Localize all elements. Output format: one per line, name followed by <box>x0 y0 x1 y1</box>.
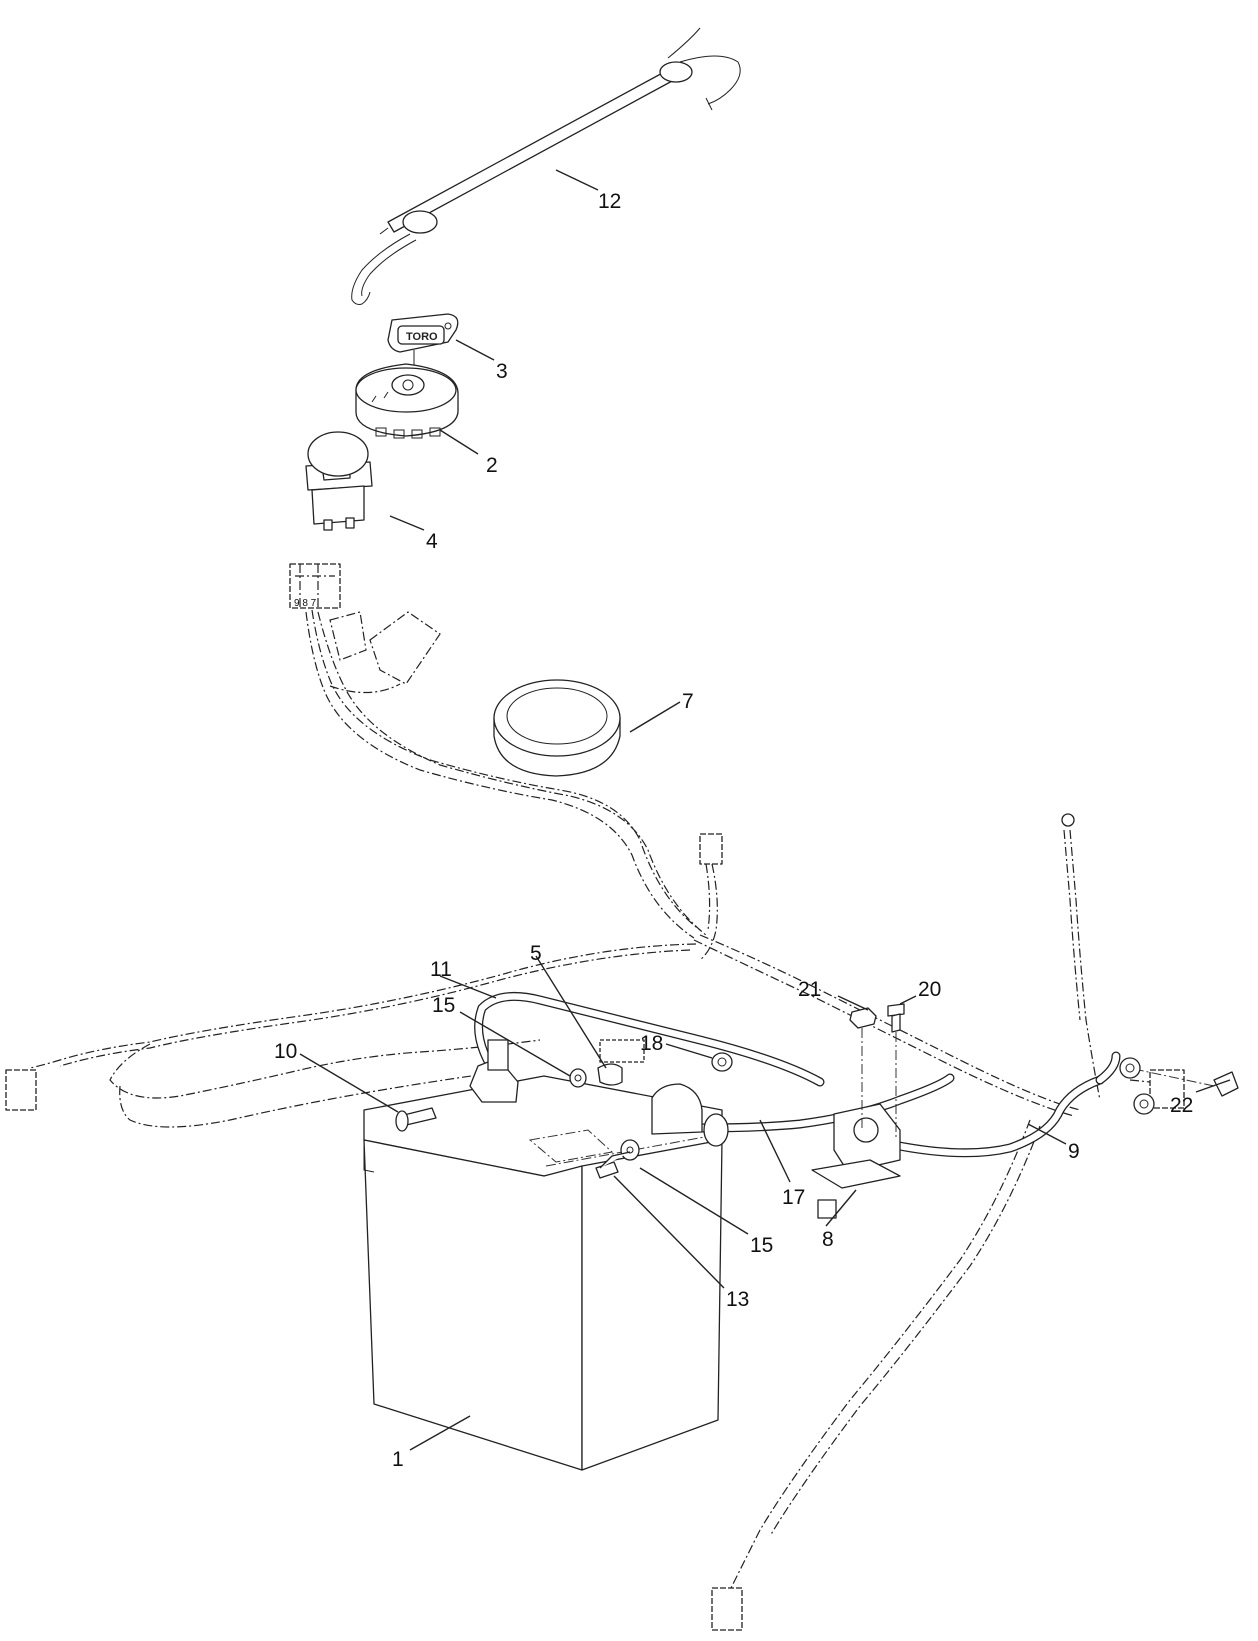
key-tag-text: TORO <box>406 331 438 343</box>
ignition-switch-part <box>355 363 459 439</box>
callout-labels: 12 3 2 4 7 5 11 15 10 18 15 13 17 8 9 1 … <box>274 190 1193 1471</box>
pto-switch-part <box>305 431 373 531</box>
callout-10: 10 <box>274 1040 297 1063</box>
callout-17: 17 <box>782 1186 805 1209</box>
callout-1: 1 <box>392 1448 404 1471</box>
solenoid-part <box>811 1103 901 1219</box>
callout-leaders <box>299 169 1231 1451</box>
round-cover-part <box>493 679 621 777</box>
callout-22: 22 <box>1170 1094 1193 1117</box>
callout-8: 8 <box>822 1228 834 1251</box>
callout-18: 18 <box>640 1032 663 1055</box>
callout-5: 5 <box>530 942 542 965</box>
wire-harness: 9 8 7 <box>5 563 1185 1631</box>
callout-15-lower: 15 <box>750 1234 773 1257</box>
callout-12: 12 <box>598 190 621 213</box>
battery-part <box>363 1075 723 1471</box>
callout-11: 11 <box>430 958 452 981</box>
callout-3: 3 <box>496 360 508 383</box>
hardware-parts <box>395 1003 1239 1179</box>
callout-7: 7 <box>682 690 694 713</box>
callout-9: 9 <box>1068 1140 1080 1163</box>
connector-pin-text: 9 8 7 <box>294 598 317 609</box>
callout-13: 13 <box>726 1288 749 1311</box>
callout-15-upper: 15 <box>432 994 455 1017</box>
hook-rod-part <box>351 27 741 305</box>
callout-4: 4 <box>426 530 438 553</box>
ignition-key-part: TORO <box>387 313 459 380</box>
callout-21: 21 <box>798 978 821 1001</box>
callout-2: 2 <box>486 454 498 477</box>
callout-20: 20 <box>918 978 941 1001</box>
